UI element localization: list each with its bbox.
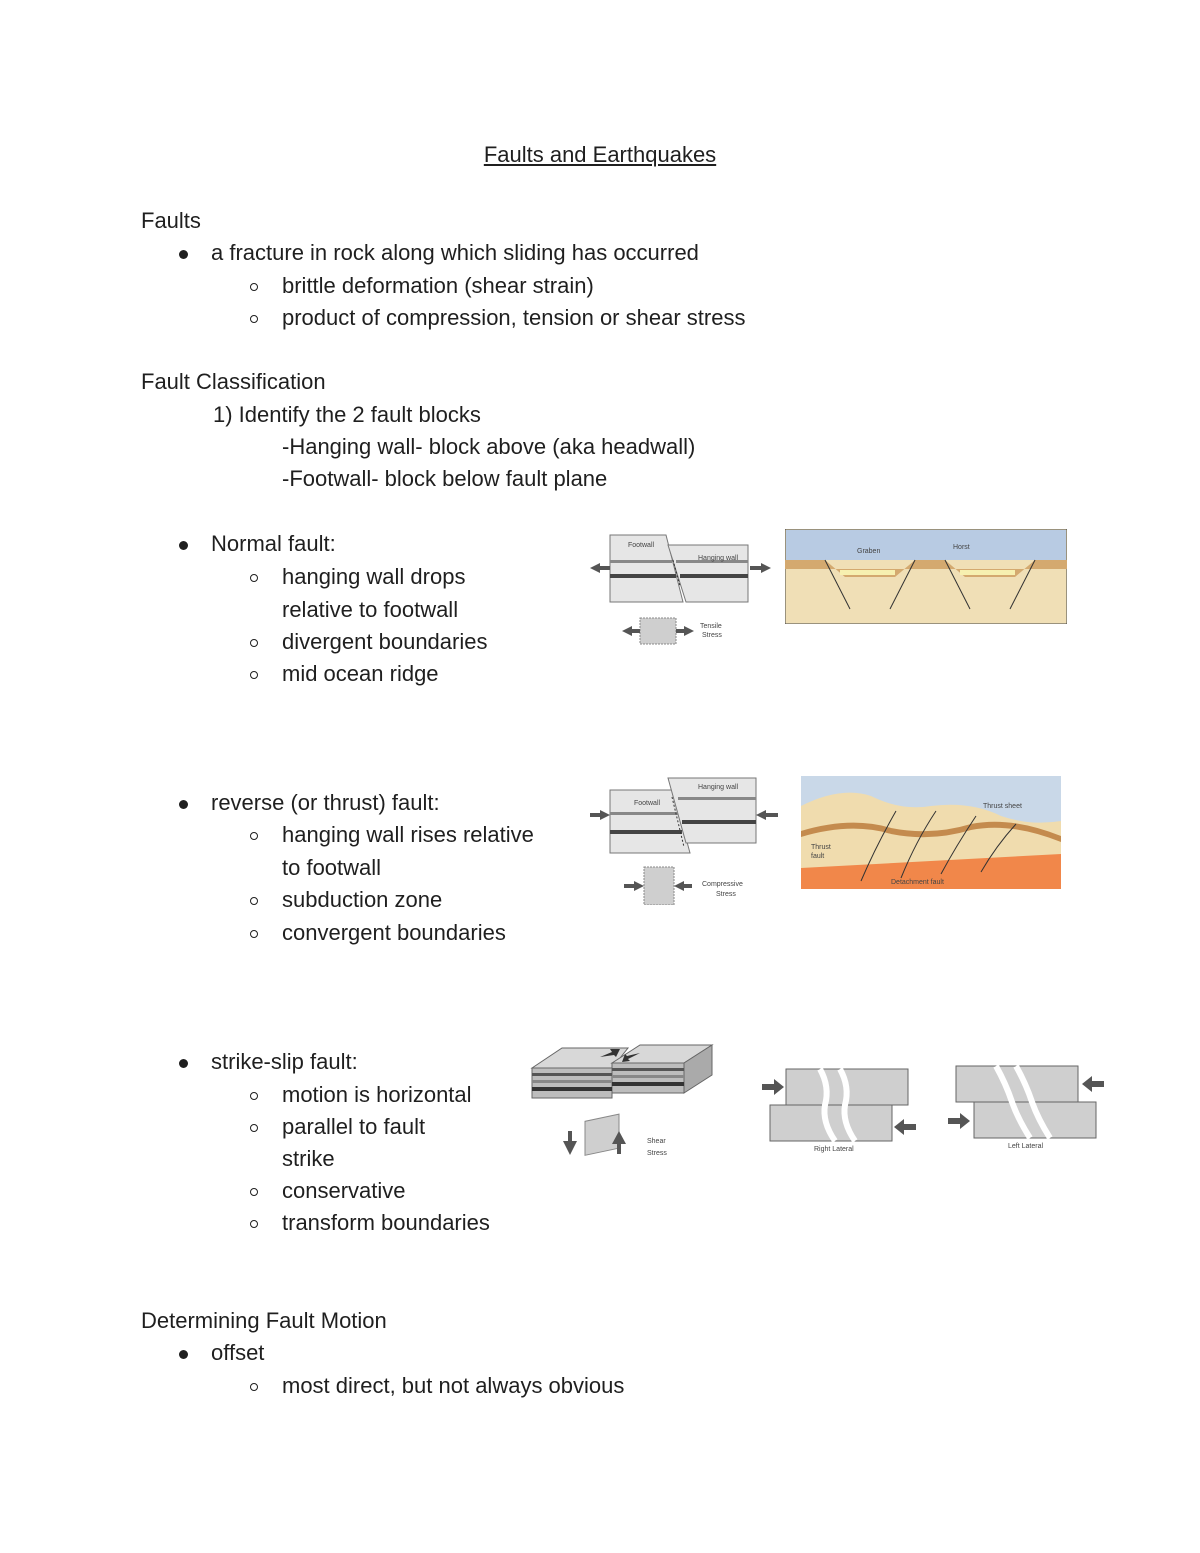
graben-horst-diagram: Graben Horst (785, 529, 1067, 624)
right-lateral-label: Right Lateral (814, 1146, 854, 1153)
classification-hanging-wall: -Hanging wall- block above (aka headwall… (282, 434, 696, 459)
sub-bullet-icon (250, 1383, 258, 1391)
sub-bullet-icon (250, 1092, 258, 1100)
sub-bullet-icon (250, 574, 258, 582)
hanging-wall-label: Hanging wall (698, 784, 739, 791)
normal-fault-item: hanging wall drops (282, 564, 466, 589)
left-lateral-diagram: Left Lateral (948, 1064, 1104, 1150)
reverse-fault-item: convergent boundaries (282, 920, 506, 945)
fault-sub-item: product of compression, tension or shear… (282, 305, 746, 330)
fault-definition: a fracture in rock along which sliding h… (211, 240, 699, 265)
strike-slip-block-diagram: Shear Stress (530, 1044, 714, 1157)
left-lateral-label: Left Lateral (1008, 1143, 1043, 1150)
stress-label: Stress (702, 632, 722, 639)
section-heading-classification: Fault Classification (141, 369, 326, 394)
classification-footwall: -Footwall- block below fault plane (282, 466, 608, 491)
detachment-fault-label: Detachment fault (891, 879, 944, 886)
sub-bullet-icon (250, 283, 258, 291)
hanging-wall-label: Hanging wall (698, 555, 739, 562)
section-heading-fault-motion: Determining Fault Motion (141, 1308, 387, 1333)
sub-bullet-icon (250, 639, 258, 647)
sub-bullet-icon (250, 897, 258, 905)
horst-label: Horst (953, 544, 970, 551)
sub-bullet-icon (250, 1124, 258, 1132)
bullet-icon (179, 800, 188, 809)
footwall-label: Footwall (634, 800, 661, 807)
strike-slip-item: transform boundaries (282, 1210, 490, 1235)
page-title: Faults and Earthquakes (483, 142, 717, 167)
right-lateral-diagram: Right Lateral (762, 1067, 916, 1153)
bullet-icon (179, 541, 188, 550)
normal-fault-item: divergent boundaries (282, 629, 488, 654)
stress-label: Shear (647, 1138, 666, 1145)
strike-slip-item-cont: strike (282, 1146, 335, 1171)
reverse-fault-item: subduction zone (282, 887, 443, 912)
sub-bullet-icon (250, 671, 258, 679)
thrust-fault-diagram: Thrust sheet Thrust fault Detachment fau… (801, 776, 1061, 889)
fault-motion-sub-item: most direct, but not always obvious (282, 1373, 625, 1398)
stress-label: Tensile (700, 623, 722, 630)
sub-bullet-icon (250, 1188, 258, 1196)
stress-label: Compressive (702, 881, 743, 888)
thrust-fault-label: Thrust (811, 844, 831, 851)
reverse-fault-item: hanging wall rises relative (282, 822, 534, 847)
section-heading-faults: Faults (141, 208, 201, 233)
thrust-fault-label: fault (811, 853, 824, 860)
bullet-icon (179, 250, 188, 259)
sub-bullet-icon (250, 1220, 258, 1228)
normal-fault-item: mid ocean ridge (282, 661, 439, 686)
graben-label: Graben (857, 548, 880, 555)
fault-motion-item: offset (211, 1340, 265, 1365)
reverse-fault-item-cont: to footwall (282, 855, 382, 880)
fault-sub-item: brittle deformation (shear strain) (282, 273, 594, 298)
footwall-label: Footwall (628, 542, 655, 549)
strike-slip-item: conservative (282, 1178, 406, 1203)
strike-slip-item: parallel to fault (282, 1114, 426, 1139)
stress-label: Stress (716, 891, 736, 898)
thrust-sheet-label: Thrust sheet (983, 803, 1022, 810)
stress-label: Stress (647, 1150, 667, 1157)
bullet-icon (179, 1350, 188, 1359)
normal-fault-block-diagram: Footwall Hanging wall Tensile Stress (590, 534, 771, 645)
reverse-fault-label: reverse (or thrust) fault: (211, 790, 440, 815)
normal-fault-label: Normal fault: (211, 531, 336, 556)
bullet-icon (179, 1059, 188, 1068)
strike-slip-item: motion is horizontal (282, 1082, 472, 1107)
normal-fault-item-cont: relative to footwall (282, 597, 459, 622)
classification-step: 1) Identify the 2 fault blocks (213, 402, 481, 427)
strike-slip-fault-label: strike-slip fault: (211, 1049, 358, 1074)
reverse-fault-block-diagram: Footwall Hanging wall Compressive Stress (590, 777, 778, 905)
sub-bullet-icon (250, 832, 258, 840)
sub-bullet-icon (250, 315, 258, 323)
sub-bullet-icon (250, 930, 258, 938)
